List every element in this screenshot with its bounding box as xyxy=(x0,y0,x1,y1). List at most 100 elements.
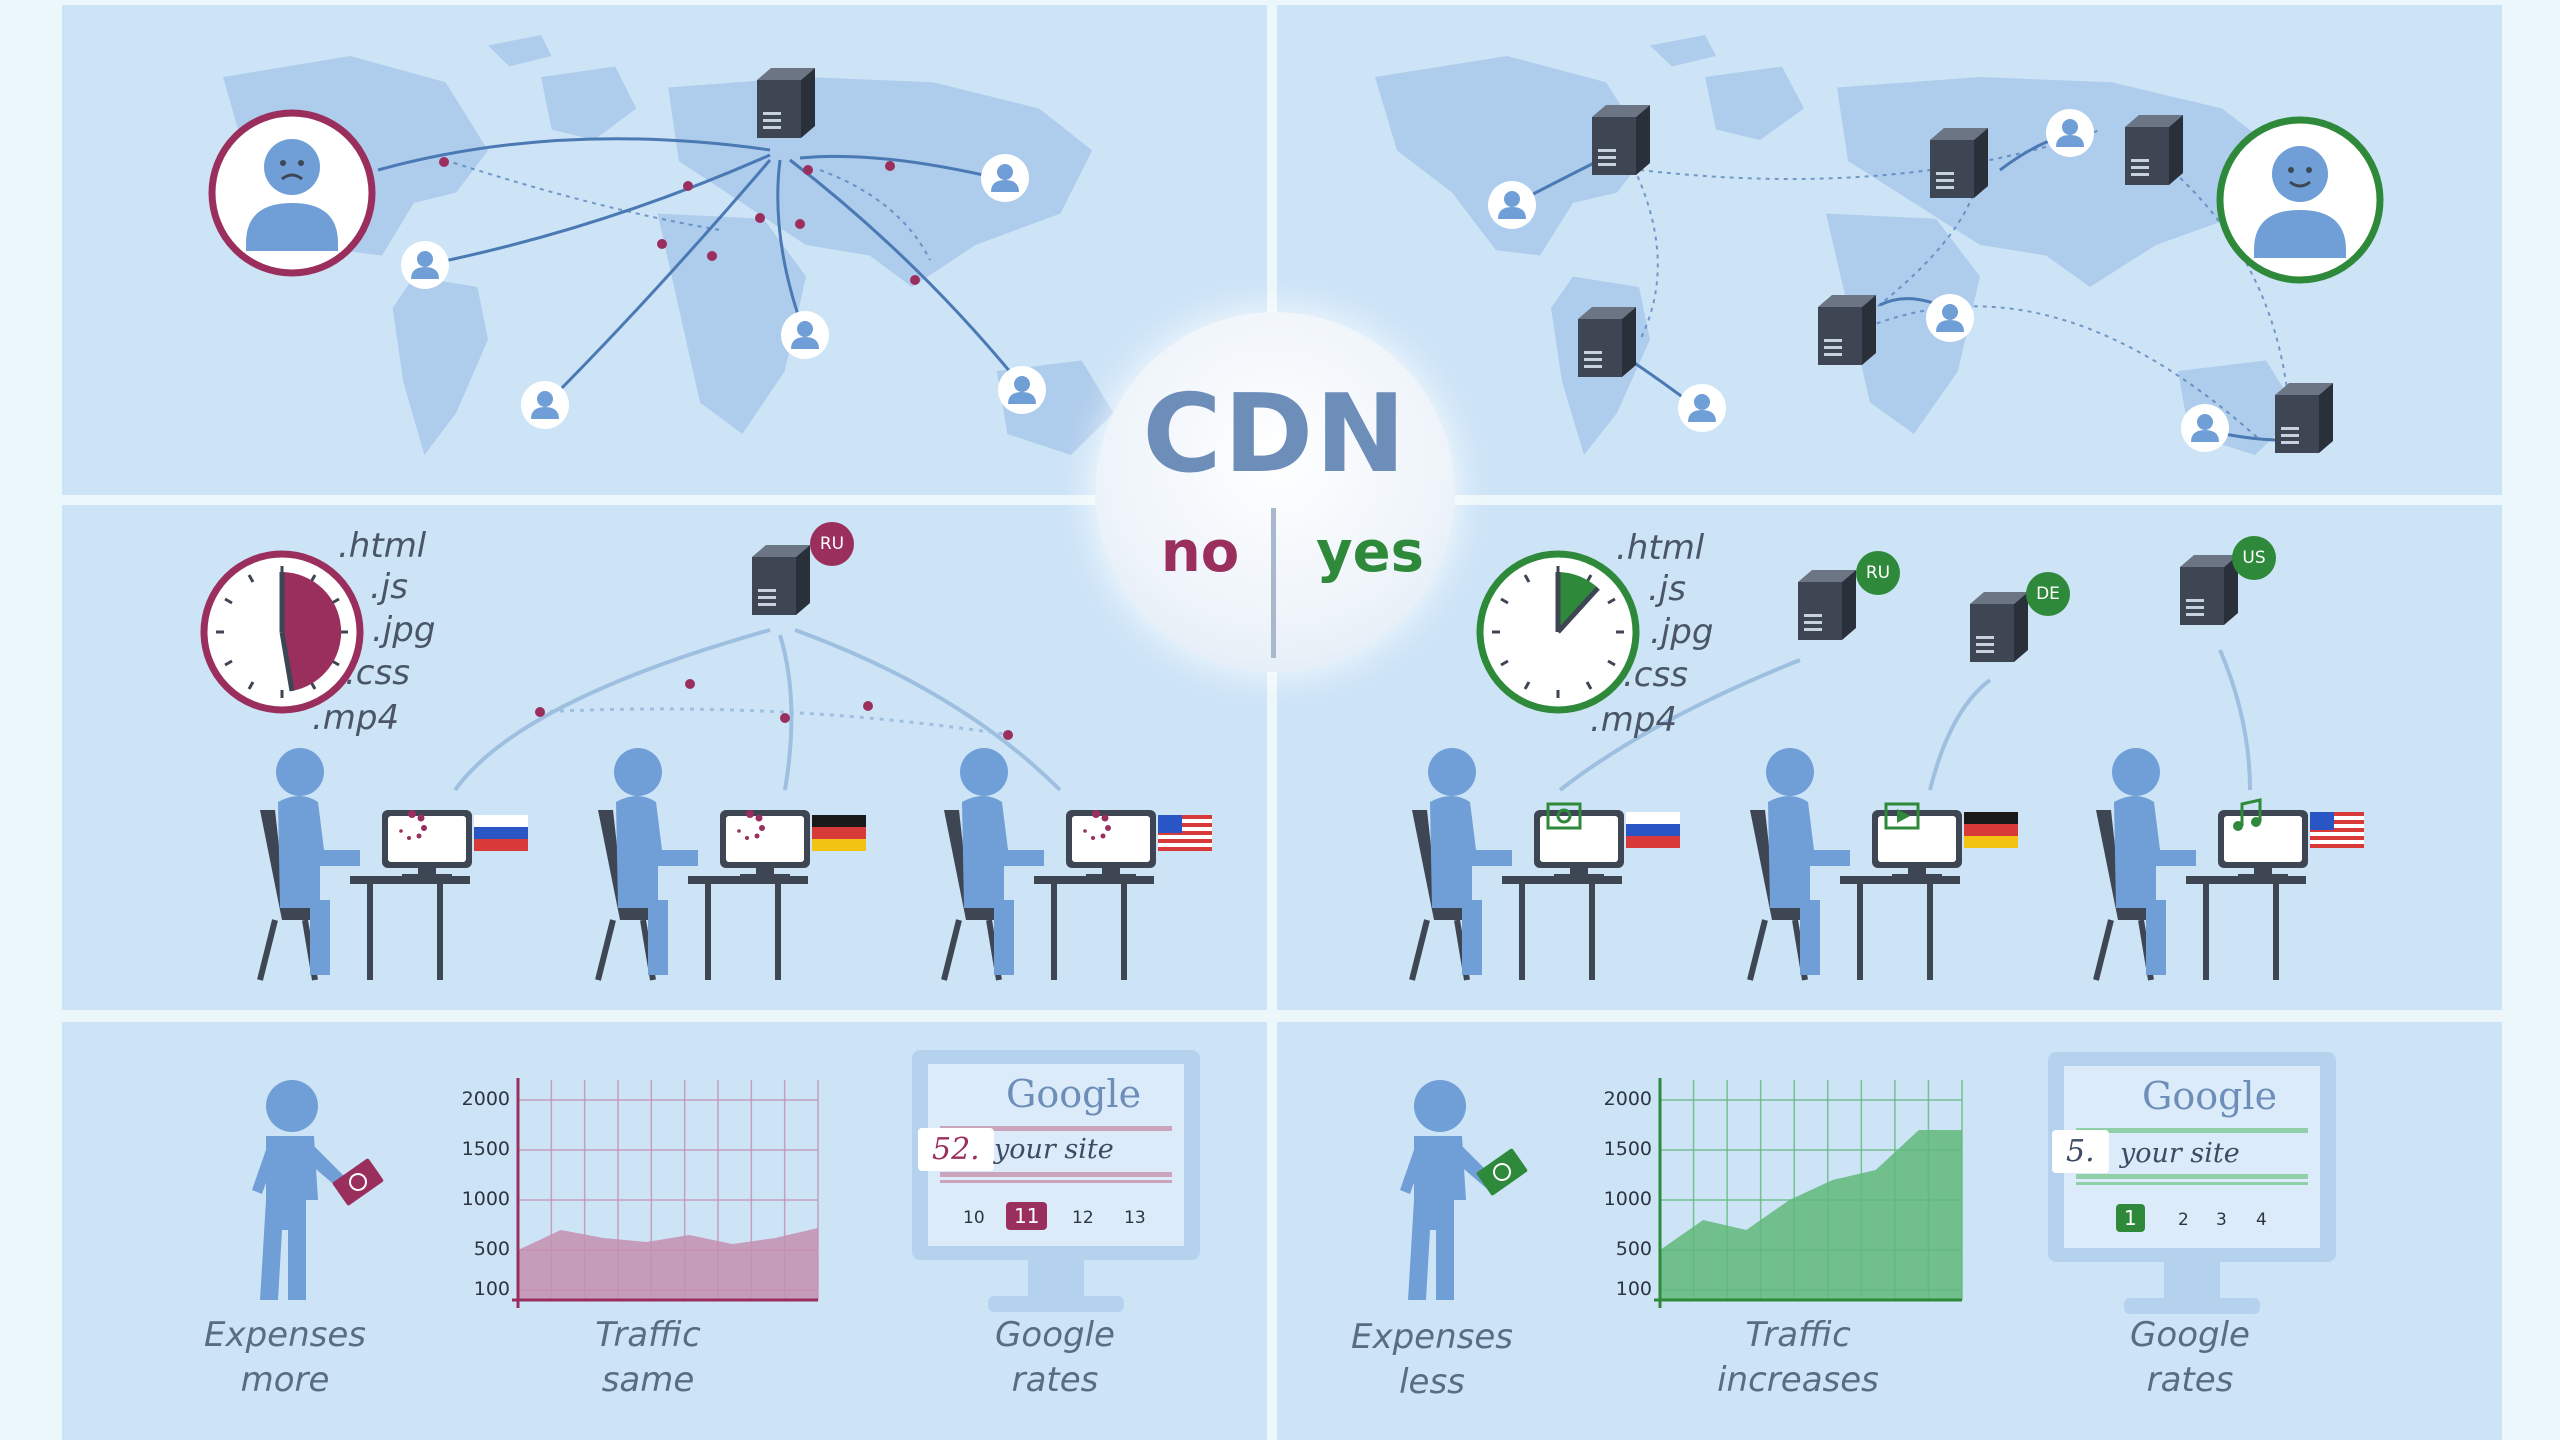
chart-tick-label: 1000 xyxy=(1603,1188,1652,1210)
flag-us-icon xyxy=(2310,812,2364,848)
expenses-person-icon xyxy=(1400,1080,1496,1300)
google-page: 10 xyxy=(963,1208,985,1228)
google-page-current: 1 xyxy=(2116,1204,2145,1232)
file-type: .css xyxy=(1623,655,1688,695)
music-icon xyxy=(2233,798,2262,831)
computer-user-icon xyxy=(260,748,472,980)
server-icon xyxy=(2125,115,2183,185)
server-badge-de: DE xyxy=(2026,572,2070,616)
server-icon xyxy=(1578,307,1636,377)
computer-user-icon xyxy=(2096,748,2308,980)
clock-icon xyxy=(204,554,360,710)
caption-line: more xyxy=(240,1360,330,1400)
server-icon xyxy=(2275,383,2333,453)
money-icon xyxy=(1474,1146,1530,1198)
google-rank: 5. xyxy=(2052,1130,2109,1173)
traffic-chart-no-cdn xyxy=(512,1078,819,1308)
traffic-chart-yes-cdn xyxy=(1654,1078,1963,1308)
chart-tick-label: 100 xyxy=(1615,1278,1652,1300)
chart-tick-label: 1500 xyxy=(461,1138,510,1160)
google-logo: Google xyxy=(2142,1074,2278,1118)
chart-area xyxy=(518,1228,818,1300)
chart-tick-label: 100 xyxy=(473,1278,510,1300)
loading-icon xyxy=(399,810,1111,840)
world-map-yes-cdn xyxy=(1375,35,2299,455)
server-badge-us: US xyxy=(2232,536,2276,580)
google-rank: 52. xyxy=(918,1128,994,1171)
file-type: .js xyxy=(1648,569,1686,609)
caption-line: Traffic xyxy=(1745,1315,1851,1355)
google-site: your site xyxy=(994,1134,1114,1165)
file-type: .html xyxy=(1616,528,1705,568)
server-icon xyxy=(2180,555,2238,625)
file-type: .jpg xyxy=(1650,612,1714,652)
server-icon xyxy=(757,68,815,138)
server-icon xyxy=(1798,570,1856,640)
video-icon xyxy=(1884,802,1920,830)
chart-tick-label: 1000 xyxy=(461,1188,510,1210)
server-icon xyxy=(1818,295,1876,365)
cdn-divider xyxy=(1271,508,1276,658)
caption-line: same xyxy=(601,1360,695,1400)
file-type: .mp4 xyxy=(1590,700,1678,740)
google-page: 4 xyxy=(2256,1210,2267,1230)
google-logo: Google xyxy=(1006,1072,1142,1116)
sad-user-icon xyxy=(208,109,376,277)
caption-traffic-no-cdn: Traffic same xyxy=(518,1313,778,1403)
caption-line: rates xyxy=(1011,1360,1099,1400)
caption-expenses-no-cdn: Expenses more xyxy=(155,1313,415,1403)
server-badge-ru: RU xyxy=(1856,551,1900,595)
flag-de-icon xyxy=(812,815,866,851)
google-monitor-no-cdn xyxy=(912,1050,1200,1312)
expenses-person-icon xyxy=(252,1080,348,1300)
chart-tick-label: 500 xyxy=(1615,1238,1652,1260)
no-cdn-route-nodes xyxy=(439,157,920,285)
computer-user-icon xyxy=(598,748,810,980)
file-type: .css xyxy=(345,653,410,693)
chart-axis xyxy=(512,1078,818,1308)
google-page: 13 xyxy=(1124,1208,1146,1228)
caption-google-no-cdn: Google rates xyxy=(925,1313,1185,1403)
file-type: .html xyxy=(338,526,427,566)
server-icon xyxy=(1970,592,2028,662)
cdn-no-label: no xyxy=(1160,520,1240,585)
file-type: .js xyxy=(370,567,408,607)
caption-line: Google xyxy=(995,1315,1115,1355)
server-icon xyxy=(1930,128,1988,198)
flag-ru-icon xyxy=(474,815,528,851)
computer-user-icon xyxy=(1412,748,1624,980)
cdn-title: CDN xyxy=(1142,372,1408,497)
caption-line: less xyxy=(1399,1362,1465,1402)
photo-icon xyxy=(1546,802,1582,830)
caption-line: Expenses xyxy=(1351,1317,1513,1357)
file-type: .jpg xyxy=(372,610,436,650)
caption-line: increases xyxy=(1717,1360,1879,1400)
chart-tick-label: 500 xyxy=(473,1238,510,1260)
google-page-current: 11 xyxy=(1006,1202,1048,1230)
server-icon xyxy=(1592,105,1650,175)
no-cdn-connections xyxy=(377,137,1027,407)
cdn-yes-label: yes xyxy=(1316,520,1424,585)
caption-expenses-yes-cdn: Expenses less xyxy=(1302,1315,1562,1405)
server-badge-ru: RU xyxy=(810,522,854,566)
caption-line: Expenses xyxy=(204,1315,366,1355)
caption-line: Google xyxy=(2130,1315,2250,1355)
chart-tick-label: 2000 xyxy=(1603,1088,1652,1110)
file-type: .mp4 xyxy=(312,698,400,738)
google-page: 2 xyxy=(2178,1210,2189,1230)
caption-line: rates xyxy=(2146,1360,2234,1400)
chart-tick-label: 2000 xyxy=(461,1088,510,1110)
clock-icon xyxy=(1480,554,1636,710)
google-page: 3 xyxy=(2216,1210,2227,1230)
google-site: your site xyxy=(2120,1138,2240,1169)
chart-area xyxy=(1660,1130,1962,1300)
flag-ru-icon xyxy=(1626,812,1680,848)
caption-google-yes-cdn: Google rates xyxy=(2060,1313,2320,1403)
chart-tick-label: 1500 xyxy=(1603,1138,1652,1160)
caption-line: Traffic xyxy=(595,1315,701,1355)
flag-de-icon xyxy=(1964,812,2018,848)
caption-traffic-yes-cdn: Traffic increases xyxy=(1668,1313,1928,1403)
money-icon xyxy=(330,1156,386,1208)
